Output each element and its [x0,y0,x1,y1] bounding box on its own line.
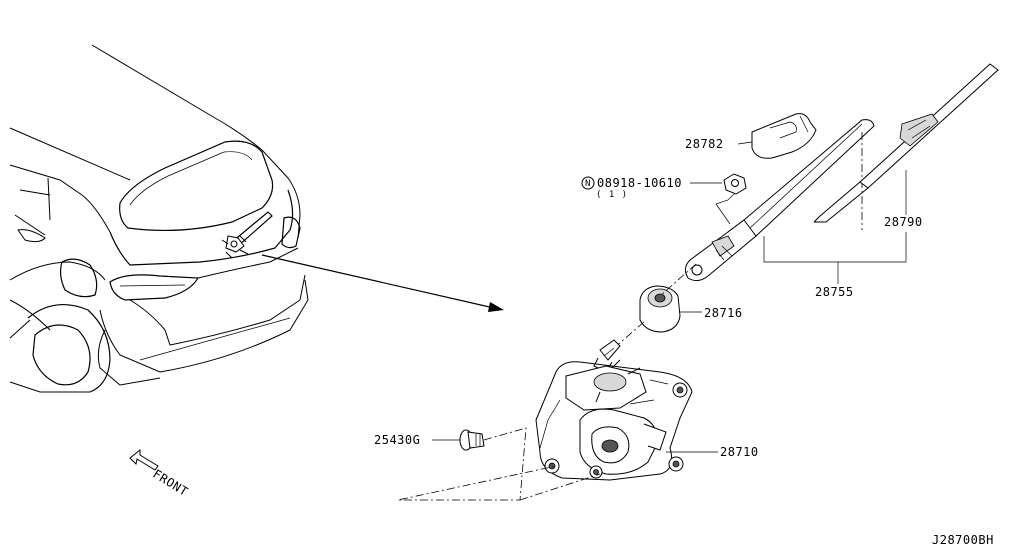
wiper-arm-cap [751,113,817,159]
wiper-motor [535,339,693,481]
pivot-seal [639,285,681,333]
wiper-blade [813,63,999,223]
nut-quantity: ( 1 ) [596,190,628,200]
nut [723,173,747,195]
diagram-code: J28700BH [932,533,994,547]
part-number-blade: 28790 [884,215,923,229]
part-number-arm-assembly: 28755 [815,285,854,299]
vehicle-rear-illustration [9,44,309,393]
part-number-seal: 28716 [704,306,743,320]
part-number-motor: 28710 [720,445,759,459]
pointer-arrow [261,254,504,312]
front-direction-indicator: FRONT [129,448,191,499]
nut-marker-icon [581,176,595,190]
wiper-arm [684,119,875,282]
part-number-cap: 28782 [685,137,724,151]
wiper-location-marker [221,235,249,259]
grommet [459,429,485,451]
front-label: FRONT [150,467,190,499]
nut-marker: N [585,179,591,189]
part-number-grommet: 25430G [374,433,420,447]
part-number-nut: 08918-10610 [597,176,682,190]
